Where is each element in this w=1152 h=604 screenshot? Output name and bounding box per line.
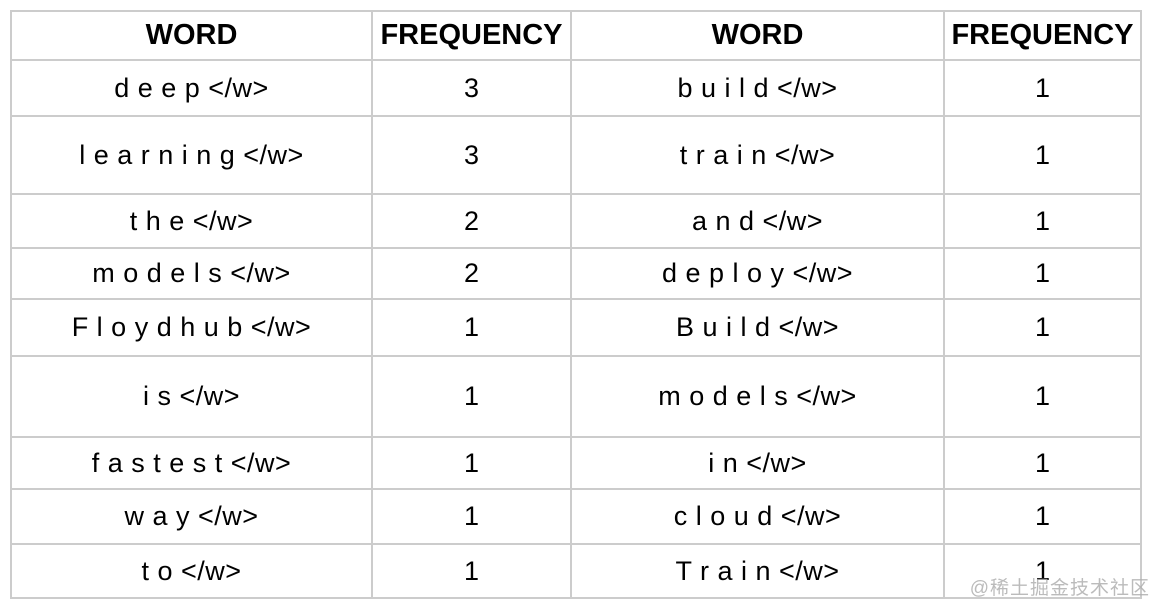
frequency-cell: 1 (943, 298, 1142, 357)
word-cell: f a s t e s t </w> (10, 436, 373, 490)
frequency-cell: 1 (943, 543, 1142, 599)
frequency-cell: 3 (371, 115, 572, 195)
frequency-cell: 1 (371, 543, 572, 599)
frequency-cell: 2 (371, 247, 572, 300)
word-frequency-table: WORD FREQUENCY WORD FREQUENCY d e e p </… (10, 10, 1142, 599)
column-header-word-left: WORD (10, 10, 373, 61)
word-cell: d e p l o y </w> (570, 247, 945, 300)
frequency-cell: 3 (371, 59, 572, 117)
frequency-cell: 1 (943, 436, 1142, 490)
frequency-cell: 1 (943, 488, 1142, 545)
column-header-word-right: WORD (570, 10, 945, 61)
word-cell: i s </w> (10, 355, 373, 438)
frequency-cell: 1 (371, 436, 572, 490)
table-row: l e a r n i n g </w> 3 t r a i n </w> 1 (10, 115, 1142, 195)
word-cell: d e e p </w> (10, 59, 373, 117)
word-cell: l e a r n i n g </w> (10, 115, 373, 195)
frequency-cell: 1 (371, 355, 572, 438)
frequency-cell: 2 (371, 193, 572, 249)
header-row: WORD FREQUENCY WORD FREQUENCY (10, 10, 1142, 61)
word-cell: i n </w> (570, 436, 945, 490)
frequency-cell: 1 (943, 355, 1142, 438)
word-cell: m o d e l s </w> (570, 355, 945, 438)
table-row: i s </w> 1 m o d e l s </w> 1 (10, 355, 1142, 438)
table-row: d e e p </w> 3 b u i l d </w> 1 (10, 59, 1142, 117)
word-cell: m o d e l s </w> (10, 247, 373, 300)
frequency-cell: 1 (943, 115, 1142, 195)
word-cell: t o </w> (10, 543, 373, 599)
word-cell: F l o y d h u b </w> (10, 298, 373, 357)
frequency-cell: 1 (943, 193, 1142, 249)
word-cell: B u i l d </w> (570, 298, 945, 357)
table-row: w a y </w> 1 c l o u d </w> 1 (10, 488, 1142, 545)
word-cell: T r a i n </w> (570, 543, 945, 599)
table-row: F l o y d h u b </w> 1 B u i l d </w> 1 (10, 298, 1142, 357)
table-row: m o d e l s </w> 2 d e p l o y </w> 1 (10, 247, 1142, 300)
frequency-cell: 1 (371, 298, 572, 357)
word-cell: c l o u d </w> (570, 488, 945, 545)
table-row: t o </w> 1 T r a i n </w> 1 (10, 543, 1142, 599)
word-cell: b u i l d </w> (570, 59, 945, 117)
column-header-frequency-left: FREQUENCY (371, 10, 572, 61)
table-row: t h e </w> 2 a n d </w> 1 (10, 193, 1142, 249)
word-cell: t h e </w> (10, 193, 373, 249)
table-row: f a s t e s t </w> 1 i n </w> 1 (10, 436, 1142, 490)
word-cell: w a y </w> (10, 488, 373, 545)
frequency-cell: 1 (943, 59, 1142, 117)
frequency-cell: 1 (943, 247, 1142, 300)
frequency-cell: 1 (371, 488, 572, 545)
word-cell: t r a i n </w> (570, 115, 945, 195)
column-header-frequency-right: FREQUENCY (943, 10, 1142, 61)
word-cell: a n d </w> (570, 193, 945, 249)
